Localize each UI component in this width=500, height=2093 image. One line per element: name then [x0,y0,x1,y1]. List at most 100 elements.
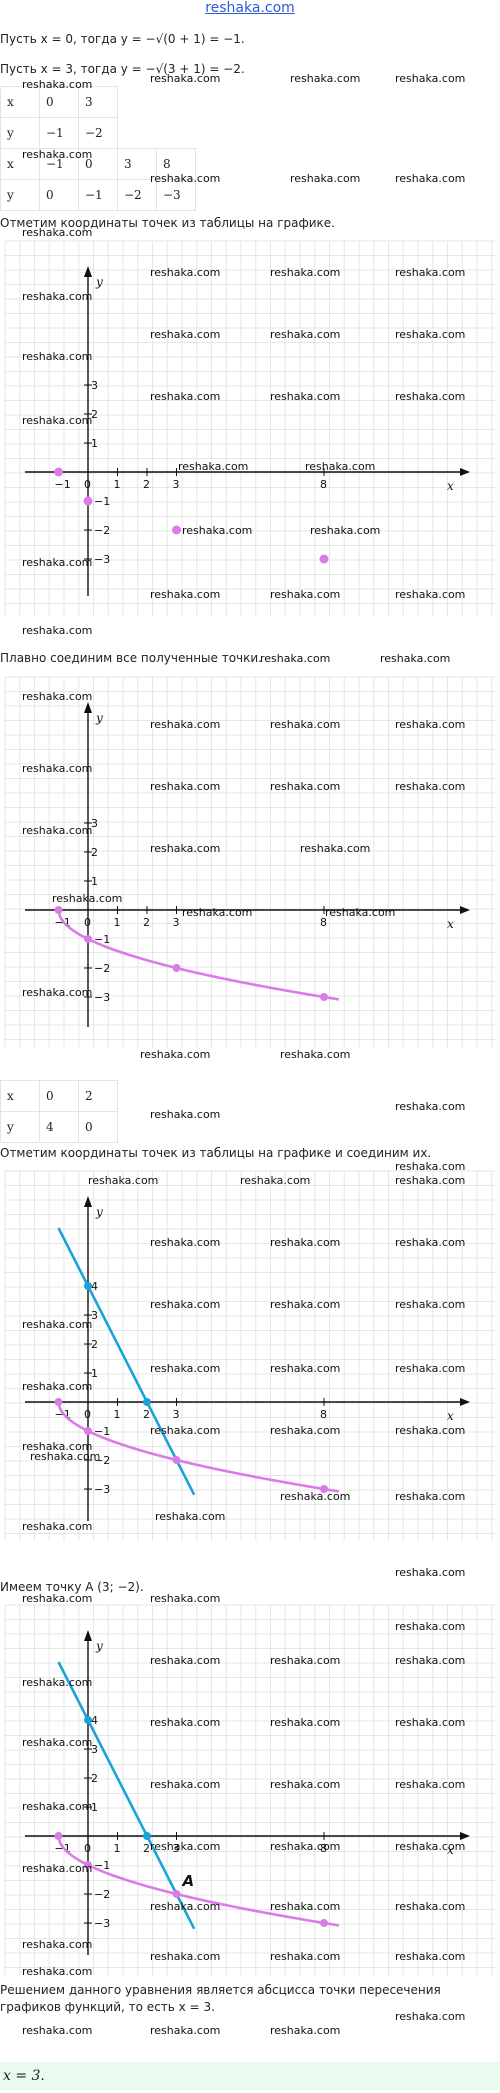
data-point [172,964,181,972]
watermark: reshaka.com [22,1520,93,1533]
table-cell: y [0,1111,40,1143]
watermark: reshaka.com [395,718,466,731]
x-tick-label: 0 [84,916,91,929]
watermark: reshaka.com [270,1778,341,1791]
watermark: reshaka.com [150,266,221,279]
x-tick-label: 1 [114,916,121,929]
x-tick-label: 1 [114,1842,121,1855]
watermark: reshaka.com [395,780,466,793]
y-axis-arrow [84,702,92,713]
watermark: reshaka.com [150,328,221,341]
watermark: reshaka.com [395,1566,466,1579]
y-tick-label: 1 [91,1801,98,1814]
watermark: reshaka.com [270,1362,341,1375]
watermark: reshaka.com [395,266,466,279]
watermark: reshaka.com [150,1778,221,1791]
y-tick-label: 3 [91,817,98,830]
watermark: reshaka.com [310,524,381,537]
watermark: reshaka.com [182,524,253,537]
watermark: reshaka.com [22,1862,93,1875]
grid [4,1170,495,1541]
watermark: reshaka.com [270,390,341,403]
table-cell: −2 [78,117,118,149]
watermark: reshaka.com [325,906,396,919]
watermark: reshaka.com [395,1424,466,1437]
curve-sqrt [57,909,339,1001]
watermark: reshaka.com [22,1965,93,1978]
watermark: reshaka.com [22,1736,93,1749]
watermark: reshaka.com [270,1840,341,1853]
watermark: reshaka.com [22,78,93,91]
watermark: reshaka.com [140,1048,211,1061]
watermark: reshaka.com [270,1654,341,1667]
watermark: reshaka.com [395,72,466,85]
data-point [320,1919,328,1927]
y-tick-label: −3 [94,553,110,566]
watermark: reshaka.com [22,1938,93,1951]
watermark: reshaka.com [240,1174,311,1187]
watermark: reshaka.com [22,690,93,703]
watermark: reshaka.com [150,1236,221,1249]
table-row: y−1−2 [0,117,118,149]
y-tick-label: −3 [94,1483,110,1496]
watermark: reshaka.com [305,460,376,473]
watermark: reshaka.com [22,624,93,637]
watermark: reshaka.com [22,2024,93,2037]
line-point [143,1398,151,1406]
watermark: reshaka.com [150,1424,221,1437]
table-cell: 3 [78,86,118,118]
watermark: reshaka.com [30,1450,101,1463]
watermark: reshaka.com [280,1490,351,1503]
watermark: reshaka.com [182,906,253,919]
watermark: reshaka.com [22,1318,93,1331]
watermark: reshaka.com [290,172,361,185]
text-line-1: Пусть x = 0, тогда y = −√(0 + 1) = −1. [0,32,245,46]
watermark: reshaka.com [22,762,93,775]
x-tick-label: 8 [320,1408,327,1421]
x-tick-label: 3 [173,478,180,491]
watermark: reshaka.com [270,1298,341,1311]
table-cell: −1 [39,117,79,149]
table-cell: 8 [156,148,196,180]
x-tick-label: 0 [84,1408,91,1421]
watermark: reshaka.com [260,652,331,665]
data-point [172,1456,181,1464]
watermark: reshaka.com [22,148,93,161]
table-cell: 0 [39,1080,79,1112]
site-link[interactable]: reshaka.com [205,0,295,16]
y-axis-label: y [95,711,103,725]
text-line-4: Плавно соединим все полученные точки. [0,651,262,665]
point-a-label: A [182,1872,195,1890]
table-cell: −2 [117,179,157,211]
table-cell: x [0,1080,40,1112]
watermark: reshaka.com [150,1362,221,1375]
grid [4,676,495,1047]
watermark: reshaka.com [270,588,341,601]
y-tick-label: 2 [91,408,98,421]
curve-sqrt [57,1401,339,1493]
y-tick-label: 4 [91,1714,98,1727]
y-tick-label: 3 [91,379,98,392]
watermark: reshaka.com [270,2024,341,2037]
y-tick-label: 4 [91,1280,98,1293]
x-tick-label: 2 [143,1408,150,1421]
watermark: reshaka.com [395,1716,466,1729]
watermark: reshaka.com [395,1236,466,1249]
watermark: reshaka.com [22,1800,93,1813]
watermark: reshaka.com [150,1592,221,1605]
table-cell: −3 [156,179,196,211]
table-cell: −1 [39,148,79,180]
watermark: reshaka.com [280,1048,351,1061]
line-point [84,1282,92,1290]
watermark: reshaka.com [300,842,371,855]
watermark: reshaka.com [150,718,221,731]
watermark: reshaka.com [22,226,93,239]
